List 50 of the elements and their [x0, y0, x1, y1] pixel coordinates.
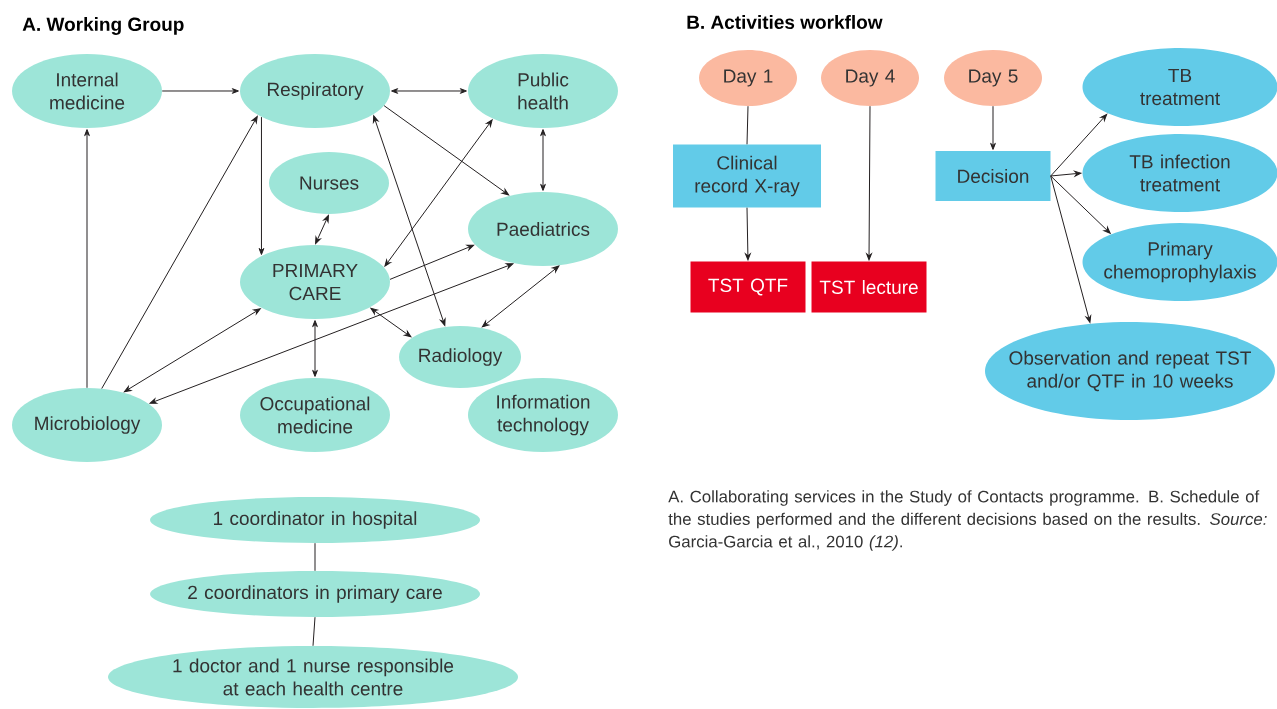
arrow — [149, 263, 514, 404]
day-oval: Day 5 — [944, 50, 1042, 106]
arrow — [123, 308, 261, 393]
section-title: B. Activities workflow — [687, 15, 883, 29]
arrow — [312, 320, 318, 377]
process-box: Clinical record X-ray — [673, 144, 821, 208]
oval-node: Radiology — [399, 326, 521, 388]
arrow — [866, 105, 872, 261]
oval-node: Internal medicine — [12, 54, 162, 128]
arrow — [84, 129, 90, 389]
oval-node: Public health — [468, 54, 618, 128]
arrow — [1050, 175, 1092, 323]
connector-line — [314, 542, 316, 572]
oval-node: Nurses — [269, 152, 389, 214]
arrow — [1050, 175, 1111, 234]
oval-node: Occupational medicine — [240, 378, 390, 452]
arrow — [481, 265, 560, 328]
day-oval: Day 1 — [699, 50, 797, 106]
arrow — [258, 116, 265, 255]
test-box: TST QTF — [690, 261, 806, 313]
oval-node: 1 coordinator in hospital — [150, 497, 480, 543]
arrow — [1050, 170, 1082, 177]
arrow — [990, 105, 996, 150]
caption: A. Collaborating services in the Study of Contacts programme. B. Schedule of the studies performed and the different decisions based on the results. Source: Garcia-Garcia et al., 2010 (12). — [668, 490, 1267, 551]
arrow — [540, 129, 546, 191]
section-title: A. Working Group — [22, 17, 184, 35]
arrow — [384, 119, 493, 267]
arrow — [745, 207, 751, 261]
oval-node: PRIMARY CARE — [240, 245, 390, 319]
connector-line — [312, 616, 316, 647]
test-box: TST lecture — [811, 261, 927, 313]
outcome-oval: Observation and repeat TST and/or QTF in 10 weeks — [985, 322, 1275, 420]
connector-line — [746, 105, 749, 145]
oval-node: 1 doctor and 1 nurse responsible at each health centre — [108, 646, 518, 708]
oval-node: 2 coordinators in primary care — [150, 571, 480, 617]
arrow — [389, 244, 475, 280]
arrow — [391, 88, 467, 94]
arrow — [372, 115, 446, 326]
oval-node: Microbiology — [12, 388, 162, 462]
oval-node: Paediatrics — [468, 192, 618, 266]
arrow — [370, 307, 412, 338]
oval-node: Information technology — [468, 378, 618, 452]
process-box: Decision — [935, 151, 1051, 201]
arrow — [1050, 113, 1108, 177]
oval-node: Respiratory — [240, 54, 390, 128]
arrow — [101, 115, 258, 389]
arrow — [315, 214, 329, 245]
arrow — [383, 105, 510, 196]
day-oval: Day 4 — [821, 50, 919, 106]
arrow — [161, 88, 239, 94]
